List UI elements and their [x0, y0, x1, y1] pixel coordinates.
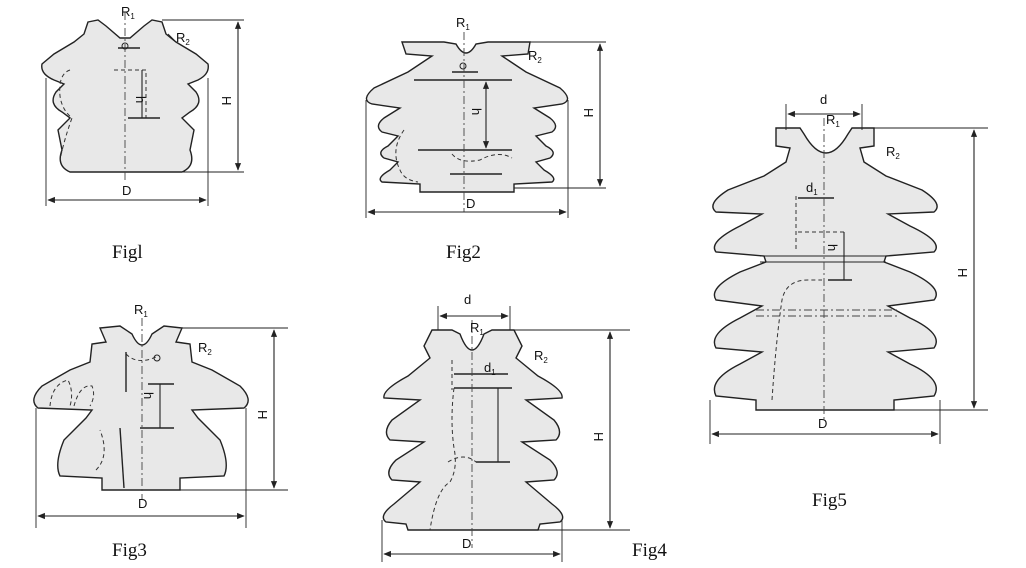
label-D: D	[138, 496, 147, 511]
figure-1: h H D R1 R2 Figl	[41, 4, 244, 263]
figure-2: h H D R1 R2 Fig2	[365, 15, 606, 263]
label-H: H	[591, 432, 606, 441]
caption: Fig3	[112, 540, 147, 561]
label-d: d	[464, 292, 471, 307]
caption: Fig2	[446, 242, 481, 263]
insulator-body	[33, 325, 249, 491]
label-R1: R1	[134, 302, 148, 319]
caption: Fig4	[632, 540, 667, 561]
insulator-body	[382, 329, 564, 531]
label-D: D	[122, 183, 131, 198]
label-R1: R1	[456, 15, 470, 32]
label-R2: R2	[198, 340, 212, 357]
label-h: h	[825, 244, 840, 251]
label-H: H	[581, 108, 596, 117]
label-R2: R2	[886, 144, 900, 161]
label-R2: R2	[528, 48, 542, 65]
label-R1: R1	[826, 112, 840, 129]
label-d: d	[820, 92, 827, 107]
figure-3: h H D R1 R2 Fig3	[33, 302, 288, 561]
figure-5: d d1 h H D R1 R2 Fig5	[709, 92, 988, 511]
label-D: D	[818, 416, 827, 431]
label-h: h	[141, 392, 156, 399]
label-H: H	[955, 268, 970, 277]
label-R2: R2	[534, 348, 548, 365]
label-d1: d1	[806, 180, 818, 197]
label-d1: d1	[484, 360, 496, 377]
caption: Figl	[112, 242, 143, 263]
label-R2: R2	[176, 30, 190, 47]
label-D: D	[466, 196, 475, 211]
figure-4: d d1 H D R1 R2 Fig4	[381, 292, 667, 562]
insulator-body	[712, 127, 938, 411]
label-H: H	[255, 410, 270, 419]
label-R1: R1	[121, 4, 135, 21]
label-h: h	[133, 96, 148, 103]
label-R1: R1	[470, 320, 484, 337]
label-h: h	[469, 108, 484, 115]
label-H: H	[219, 96, 234, 105]
caption: Fig5	[812, 490, 847, 511]
label-D: D	[462, 536, 471, 551]
